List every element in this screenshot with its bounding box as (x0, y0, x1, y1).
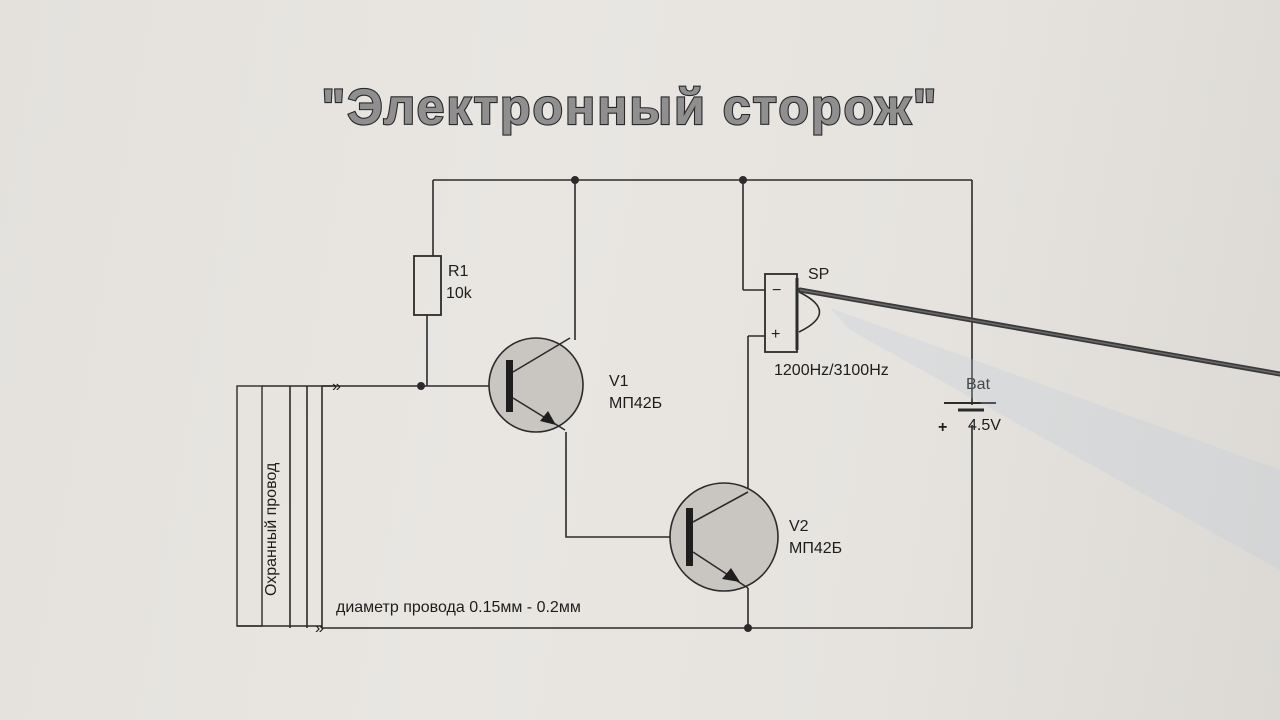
v1-collector-lead (512, 337, 571, 373)
v2-emitter-lead (692, 551, 749, 589)
v2-transistor-body (669, 482, 779, 592)
guard-wire-label: Охранный провод (263, 462, 280, 596)
r1-resistor (413, 255, 442, 316)
diagram-title: "Электронный сторож" (321, 79, 938, 135)
bat-label: Bat (966, 376, 991, 393)
v1-emitter-arrow-icon (540, 411, 556, 425)
sp-frequency: 1200Hz/3100Hz (774, 362, 889, 379)
v1-base-bar (506, 360, 513, 412)
r1-label: R1 (448, 263, 469, 280)
v1-label: V1 (609, 373, 629, 390)
sp-label: SP (808, 266, 829, 283)
v1-transistor-body (488, 337, 584, 433)
sp-sound-arc-icon (798, 291, 821, 333)
junction-dot (739, 176, 747, 184)
wire-diameter-note: диаметр провода 0.15мм - 0.2мм (336, 599, 581, 616)
junction-dot (744, 624, 752, 632)
junction-dot (417, 382, 425, 390)
r1-value: 10k (446, 285, 473, 302)
sp-plus-sign: + (771, 326, 780, 343)
guard-top-connector-icon: » (332, 378, 341, 395)
sp-minus-sign: − (772, 282, 781, 299)
guard-wire-box (236, 385, 263, 627)
v2-model: МП42Б (789, 540, 842, 557)
v1-model: МП42Б (609, 395, 662, 412)
v1-emitter-lead (512, 397, 566, 431)
bat-voltage: 4.5V (968, 417, 1001, 434)
v2-base-bar (686, 508, 693, 566)
pointer-shadow (830, 308, 1280, 570)
v2-emitter-arrow-icon (722, 568, 740, 582)
v2-label: V2 (789, 518, 809, 535)
v2-collector-lead (692, 491, 749, 523)
junction-dot (571, 176, 579, 184)
bat-plus-sign: + (938, 419, 947, 436)
v1-v2-coupling-wire (565, 432, 690, 538)
pointer-stick-highlight (799, 289, 1280, 375)
guard-bottom-connector-icon: » (315, 620, 324, 637)
